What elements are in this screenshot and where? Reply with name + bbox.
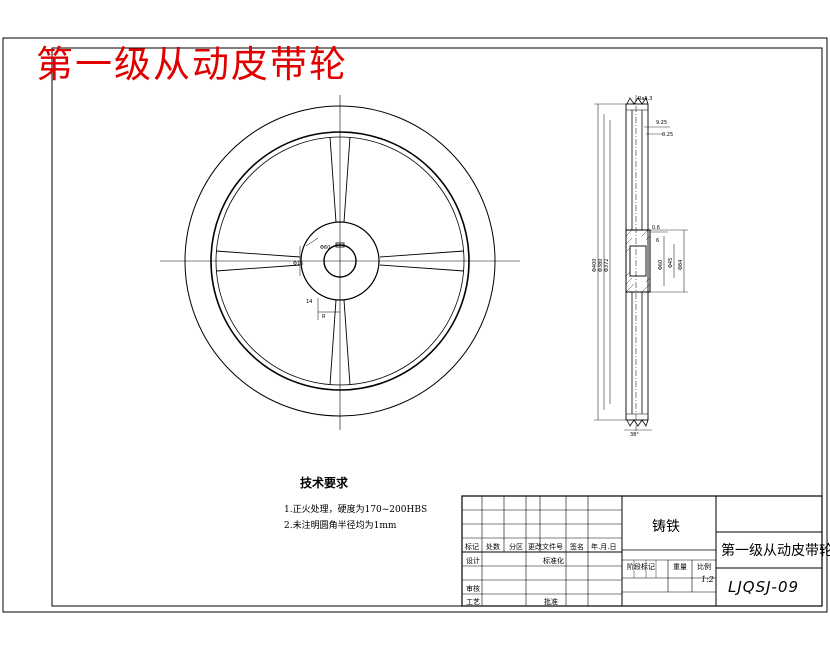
dim-side-5: Φ380 (598, 259, 604, 272)
dim-front-3: R (322, 314, 326, 320)
tech-requirement-item: 2.未注明圆角半径均为1mm (284, 521, 397, 531)
title-block-lines (461, 495, 823, 607)
header-change-doc: 更改文件号 (528, 543, 563, 551)
dim-side-9: Φ84 (678, 260, 684, 270)
drawing-title: 第一级从动皮带轮 (36, 43, 348, 86)
dim-side-7: Φ60 (658, 260, 664, 270)
standardization-label: 标准化 (543, 557, 564, 565)
row-design: 设计 (466, 557, 480, 565)
dim-side-8: Φ45 (668, 258, 674, 268)
dim-side-3: 6 (656, 238, 659, 244)
header-mark: 标记 (465, 543, 479, 551)
drawing-number: LJQSJ-09 (728, 578, 800, 596)
dim-side-2: 0.6 (652, 225, 660, 231)
row-process: 工艺 (466, 598, 480, 606)
approval-label: 批准 (544, 598, 558, 606)
dim-side-11: 38° (630, 432, 639, 438)
material: 铸铁 (652, 519, 680, 535)
tech-requirement-item: 1.正火处理，硬度为170~200HBS (284, 505, 428, 515)
dim-front-2: 14 (306, 299, 312, 305)
dim-front-0: Φ60 (320, 245, 330, 251)
tech-requirements-heading: 技术要求 (300, 476, 349, 490)
header-zone: 分区 (509, 543, 523, 551)
stage-mark-label: 阶段标记 (627, 563, 655, 571)
side-view-dimensions: 9.25 0.25 0.6 6 Φ400 Φ380 Φ372 Φ60 Φ45 Φ… (592, 96, 684, 438)
scale-label: 比例 (697, 563, 711, 571)
dim-side-0: 9.25 (656, 120, 667, 126)
inner-frame (51, 47, 823, 607)
header-count: 处数 (486, 543, 500, 551)
row-review: 审核 (466, 585, 480, 593)
front-view (160, 95, 520, 430)
scale-value: 1:2 (701, 575, 714, 584)
side-view (594, 95, 688, 432)
part-name: 第一级从动皮带轮 (721, 543, 830, 559)
header-date: 年.月.日 (591, 543, 617, 551)
dim-side-10: Ra6.3 (638, 96, 652, 102)
dim-side-6: Φ372 (604, 259, 610, 272)
outer-frame (2, 37, 828, 613)
dim-front-1: Φ16 (293, 261, 303, 267)
front-view-dimensions: Φ60 Φ16 14 R (293, 245, 330, 320)
dim-side-1: 0.25 (662, 132, 673, 138)
header-signature: 签名 (570, 543, 584, 551)
side-view-hatching (625, 229, 651, 293)
weight-label: 重量 (673, 563, 687, 571)
dim-side-4: Φ400 (592, 259, 598, 272)
